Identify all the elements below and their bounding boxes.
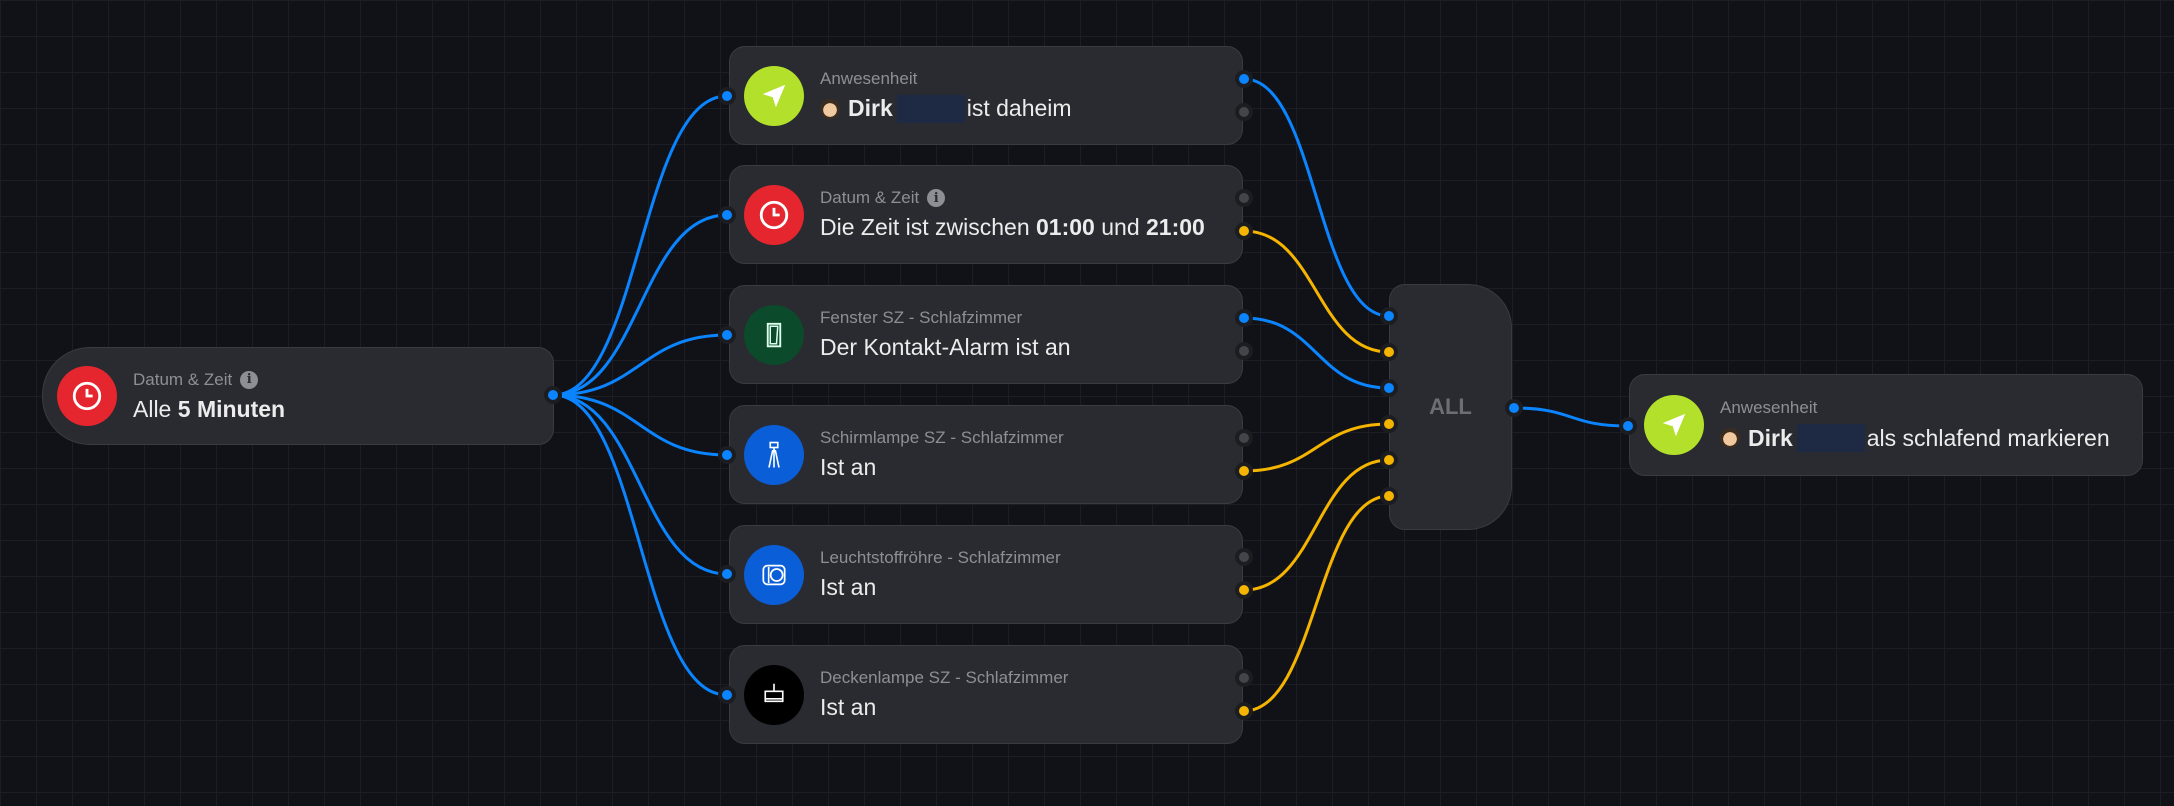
clock-icon (744, 184, 804, 245)
redacted-surname (896, 94, 965, 123)
output-port-false[interactable] (1239, 107, 1249, 117)
logic-all-node[interactable]: ALL (1389, 284, 1512, 530)
logic-input-port[interactable] (1384, 311, 1394, 321)
condition-wire (1243, 77, 1390, 318)
condition-node-window[interactable]: Fenster SZ - Schlafzimmer Der Kontakt-Al… (729, 285, 1243, 384)
logic-label: ALL (1429, 394, 1472, 419)
action-wire (1513, 406, 1629, 428)
node-title: Datum & Zeit (820, 188, 920, 207)
input-port[interactable] (722, 210, 732, 220)
output-port-false[interactable] (1239, 706, 1249, 716)
condition-wire (1243, 422, 1390, 473)
input-port[interactable] (722, 690, 732, 700)
condition-node-presence[interactable]: Anwesenheit Dirk ist daheim (729, 46, 1243, 145)
interval-unit: Minuten (196, 395, 286, 422)
trigger-wire (552, 393, 728, 576)
output-port[interactable] (548, 390, 558, 400)
condition-node-floor-lamp[interactable]: Schirmlampe SZ - Schlafzimmer Ist an (729, 405, 1243, 504)
clock-icon (57, 366, 117, 426)
node-text: ist daheim (966, 95, 1072, 121)
location-arrow-icon (1644, 395, 1704, 455)
output-port-true[interactable] (1239, 552, 1249, 562)
info-icon[interactable]: i (240, 370, 259, 389)
output-port-true[interactable] (1239, 673, 1249, 683)
trigger-wire (552, 94, 728, 397)
ceiling-lamp-icon (744, 664, 804, 725)
node-title: Anwesenheit (820, 68, 918, 88)
condition-node-time[interactable]: Datum & Zeit i Die Zeit ist zwischen 01:0… (729, 165, 1243, 264)
output-port-true[interactable] (1239, 433, 1249, 443)
logic-input-port[interactable] (1384, 383, 1394, 393)
output-port-false[interactable] (1239, 226, 1249, 236)
input-port[interactable] (722, 91, 732, 101)
time-from: 01:00 (1036, 214, 1095, 240)
trigger-wire (552, 213, 728, 397)
node-text: Der Kontakt-Alarm ist an (820, 334, 1071, 360)
node-text: als schlafend markieren (1866, 424, 2110, 451)
condition-node-fluorescent[interactable]: Leuchtstoffröhre - Schlafzimmer Ist an (729, 525, 1243, 624)
output-port-false[interactable] (1239, 466, 1249, 476)
condition-wire (1243, 229, 1390, 354)
output-port-false[interactable] (1239, 585, 1249, 595)
redacted-surname (1796, 424, 1865, 452)
node-title: Schirmlampe SZ - Schlafzimmer (820, 428, 1064, 447)
action-node[interactable]: Anwesenheit Dirk als schlafend markieren (1629, 374, 2143, 476)
trigger-wire (552, 393, 728, 697)
node-title: Deckenlampe SZ - Schlafzimmer (820, 668, 1069, 687)
avatar (820, 98, 840, 119)
node-text: Ist an (820, 454, 877, 480)
condition-node-ceiling-lamp[interactable]: Deckenlampe SZ - Schlafzimmer Ist an (729, 645, 1243, 744)
logic-input-port[interactable] (1384, 455, 1394, 465)
node-title: Anwesenheit (1720, 398, 1818, 417)
input-port[interactable] (722, 450, 732, 460)
input-port[interactable] (1623, 421, 1633, 431)
node-text: Ist an (820, 574, 877, 600)
person-name: Dirk (848, 95, 893, 121)
interval-value: 5 (177, 395, 191, 422)
node-text-and: und (1101, 214, 1140, 240)
avatar (1720, 428, 1740, 448)
node-text: Ist an (820, 694, 877, 720)
condition-wire (1243, 316, 1390, 390)
socket-icon (744, 544, 804, 605)
trigger-wire (552, 333, 728, 397)
person-name: Dirk (1748, 424, 1793, 451)
output-port-true[interactable] (1239, 193, 1249, 203)
location-arrow-icon (744, 65, 804, 126)
logic-input-port[interactable] (1384, 347, 1394, 357)
node-text: Die Zeit ist zwischen (820, 214, 1030, 240)
trigger-wire (552, 393, 728, 457)
condition-wire (1243, 494, 1390, 713)
output-port-true[interactable] (1239, 313, 1249, 323)
node-title: Fenster SZ - Schlafzimmer (820, 308, 1023, 327)
node-title: Datum & Zeit (133, 369, 233, 389)
output-port-true[interactable] (1239, 74, 1249, 84)
condition-wire (1243, 458, 1390, 592)
window-icon (744, 304, 804, 365)
node-text: Alle (133, 395, 172, 422)
input-port[interactable] (722, 569, 732, 579)
output-port[interactable] (1509, 403, 1519, 413)
output-port-false[interactable] (1239, 346, 1249, 356)
input-port[interactable] (722, 330, 732, 340)
floor-lamp-icon (744, 424, 804, 485)
trigger-node[interactable]: Datum & Zeit i Alle 5 Minuten (42, 347, 554, 445)
logic-input-port[interactable] (1384, 419, 1394, 429)
node-title: Leuchtstoffröhre - Schlafzimmer (820, 548, 1061, 567)
logic-input-port[interactable] (1384, 491, 1394, 501)
time-to: 21:00 (1146, 214, 1205, 240)
info-icon[interactable]: i (927, 189, 946, 207)
